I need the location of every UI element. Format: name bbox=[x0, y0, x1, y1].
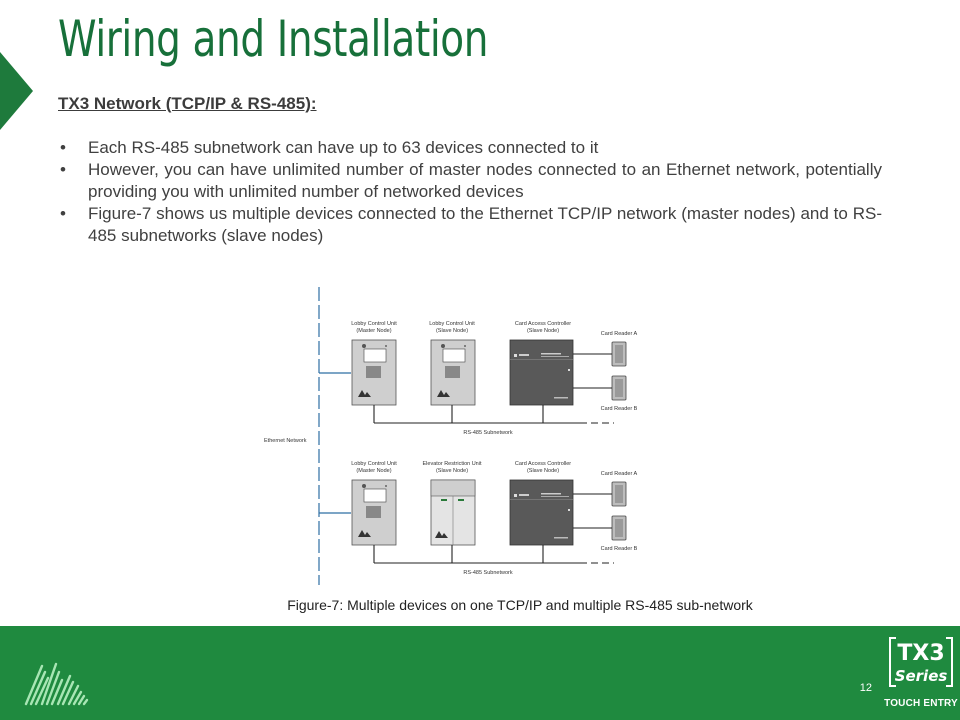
bullet-marker: • bbox=[60, 160, 66, 179]
series-logo-caption: TOUCH ENTRY bbox=[884, 698, 958, 709]
bottom-card-reader-b bbox=[611, 515, 627, 541]
bottom-lobby-master bbox=[351, 479, 397, 546]
top-card-access-controller bbox=[509, 339, 574, 406]
company-logo-icon bbox=[24, 662, 89, 706]
top-unit1-label-line1: Lobby Control Unit bbox=[351, 321, 397, 327]
bullet-marker: • bbox=[60, 204, 66, 223]
top-unit3-label-line2: (Slave Node) bbox=[527, 328, 559, 334]
bullet-item: • Figure-7 shows us multiple devices conn… bbox=[58, 203, 882, 247]
bottom-wiring bbox=[373, 493, 614, 564]
bullet-item: • Each RS-485 subnetwork can have up to 6… bbox=[58, 137, 882, 159]
tx3-series-logo: TX3 Series bbox=[889, 637, 953, 687]
bottom-unit1-label-line2: (Master Node) bbox=[356, 468, 391, 474]
top-unit3-label-line1: Card Access Controller bbox=[515, 321, 571, 327]
slide-subtitle: TX3 Network (TCP/IP & RS-485): bbox=[58, 94, 317, 113]
bullet-marker: • bbox=[60, 138, 66, 157]
top-bus-label: RS-485 Subnetwork bbox=[463, 430, 512, 436]
bottom-card-reader-a bbox=[611, 481, 627, 507]
bottom-elevator-restriction-unit bbox=[430, 479, 476, 546]
bottom-reader-b-label: Card Reader B bbox=[601, 546, 638, 552]
top-unit2-label-line1: Lobby Control Unit bbox=[429, 321, 475, 327]
network-diagram: Ethernet Network Lobby Control Unit (Mas… bbox=[264, 287, 638, 585]
bottom-reader-a-label: Card Reader A bbox=[601, 471, 638, 477]
ethernet-label: Ethernet Network bbox=[264, 438, 307, 444]
bottom-bus-label: RS-485 Subnetwork bbox=[463, 570, 512, 576]
bullet-text: Figure-7 shows us multiple devices conne… bbox=[88, 204, 882, 245]
bottom-unit2-label-line1: Elevator Restriction Unit bbox=[423, 461, 482, 467]
top-unit2-label-line2: (Slave Node) bbox=[436, 328, 468, 334]
bullet-text: However, you can have unlimited number o… bbox=[88, 160, 882, 201]
page-number: 12 bbox=[859, 682, 872, 694]
bottom-card-access-controller bbox=[509, 479, 574, 546]
top-card-reader-b bbox=[611, 375, 627, 401]
series-logo-mid: Series bbox=[895, 667, 948, 685]
bottom-unit3-label-line1: Card Access Controller bbox=[515, 461, 571, 467]
bottom-unit3-label-line2: (Slave Node) bbox=[527, 468, 559, 474]
top-unit1-label-line2: (Master Node) bbox=[356, 328, 391, 334]
bullet-text: Each RS-485 subnetwork can have up to 63… bbox=[88, 138, 599, 157]
top-lobby-master bbox=[351, 339, 397, 406]
top-reader-a-label: Card Reader A bbox=[601, 331, 638, 337]
bullet-list: • Each RS-485 subnetwork can have up to 6… bbox=[58, 137, 882, 247]
bottom-unit2-label-line2: (Slave Node) bbox=[436, 468, 468, 474]
top-card-reader-a bbox=[611, 341, 627, 367]
top-lobby-slave bbox=[430, 339, 476, 406]
bottom-unit1-label-line1: Lobby Control Unit bbox=[351, 461, 397, 467]
top-reader-b-label: Card Reader B bbox=[601, 406, 638, 412]
footer-bar: 12 TX3 Series TOUCH ENTRY bbox=[0, 626, 960, 720]
top-wiring bbox=[373, 353, 614, 424]
slide-title: Wiring and Installation bbox=[58, 10, 489, 68]
accent-triangle bbox=[0, 52, 33, 130]
bullet-item: • However, you can have unlimited number … bbox=[58, 159, 882, 203]
figure-caption: Figure-7: Multiple devices on one TCP/IP… bbox=[287, 597, 753, 613]
series-logo-top: TX3 bbox=[897, 641, 944, 666]
